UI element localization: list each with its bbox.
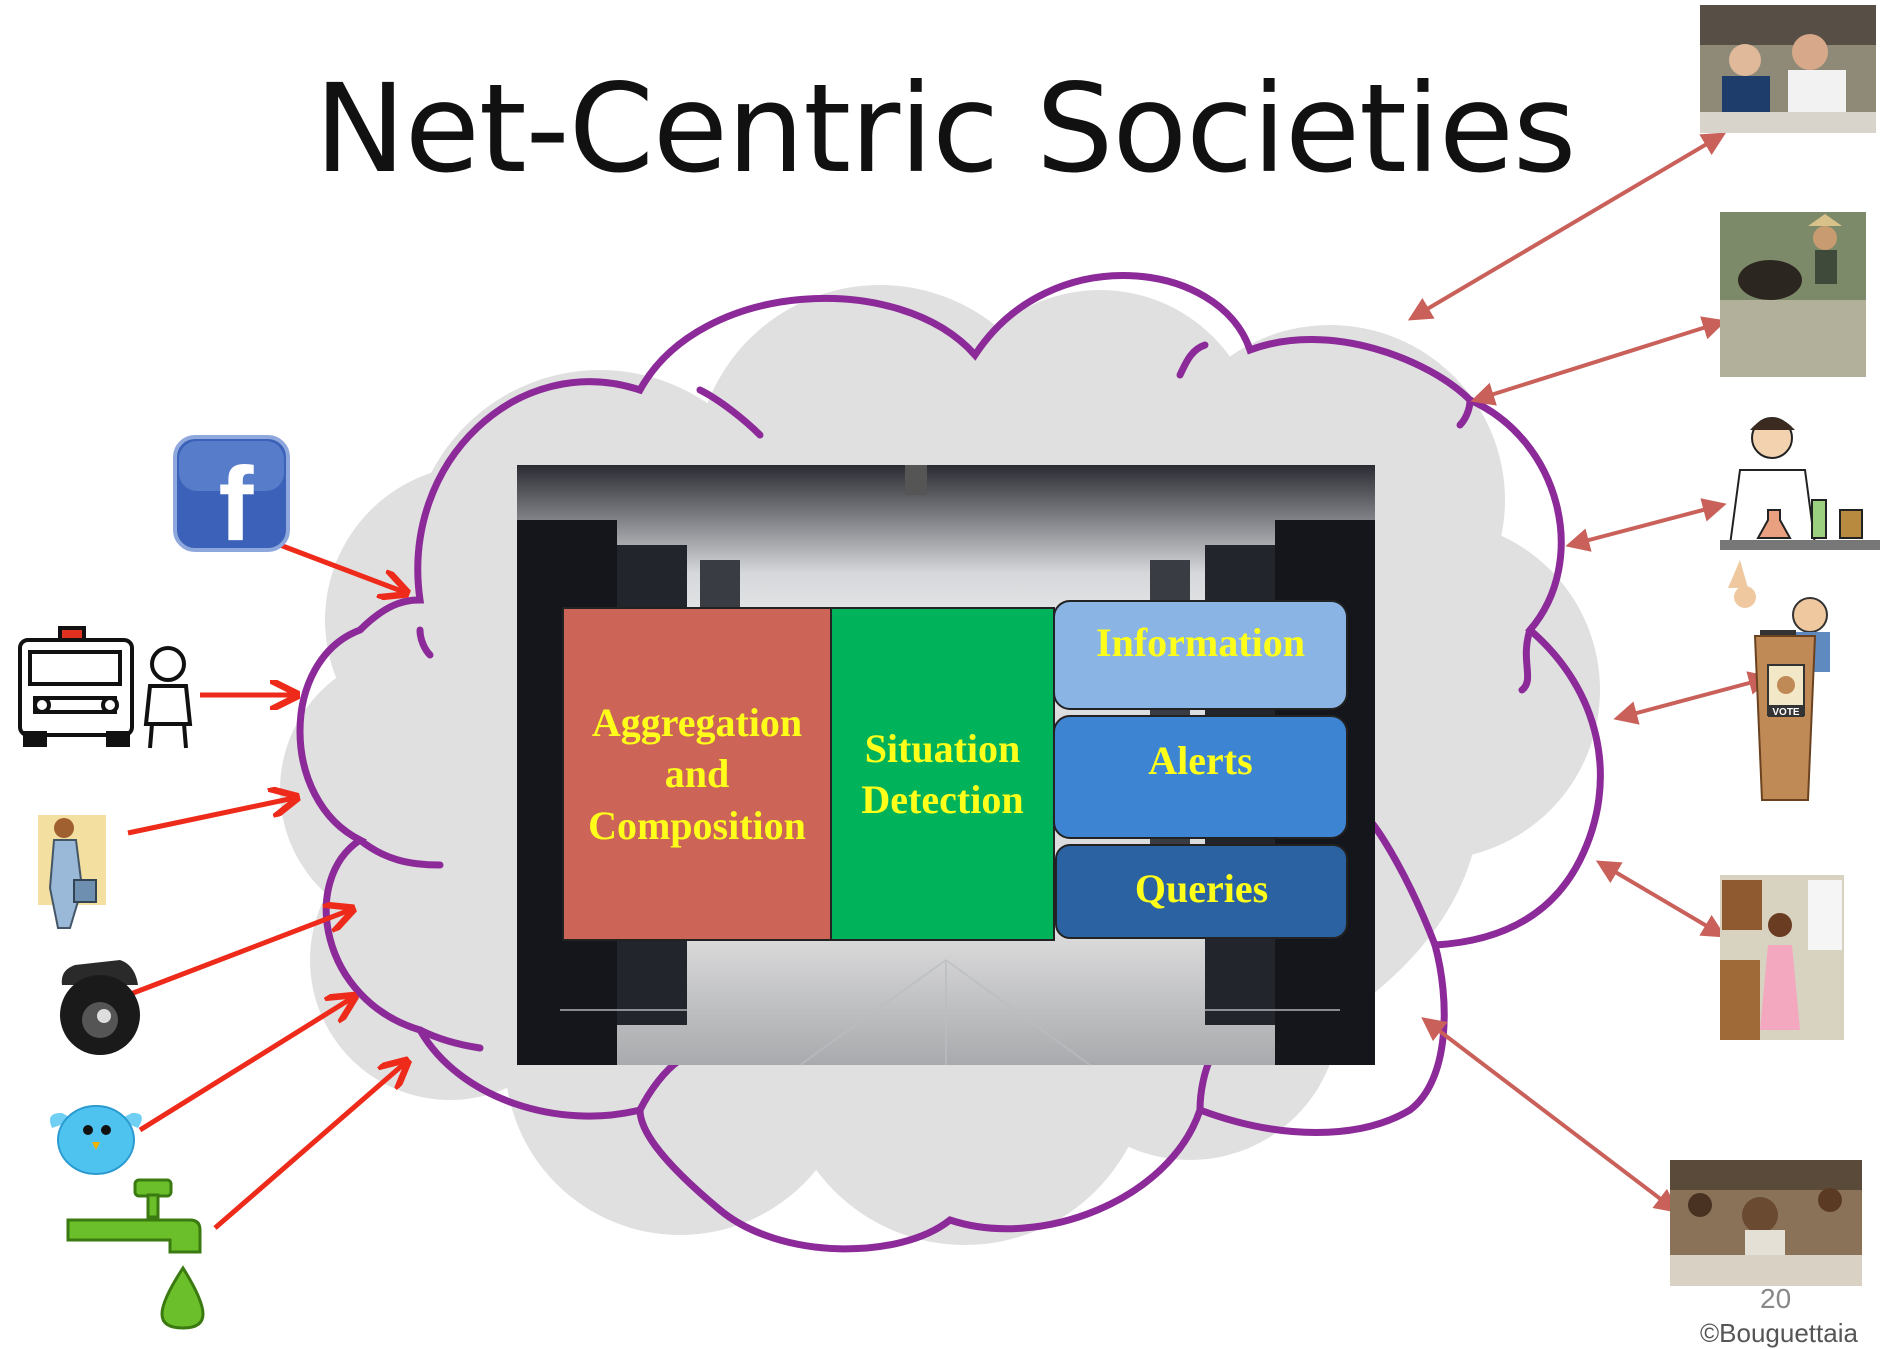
input-arrow — [127, 910, 350, 998]
output-arrow — [1565, 498, 1727, 552]
output-arrow — [1421, 1017, 1679, 1213]
credit-text: ©Bouguettaia — [1700, 1318, 1858, 1348]
classroom-exam-photo — [1670, 1160, 1862, 1286]
input-arrow — [279, 542, 404, 592]
output-arrow — [1613, 671, 1773, 725]
facebook-glyph: f — [219, 446, 255, 563]
page-number: 20 — [1760, 1283, 1792, 1314]
scientist-icon — [1720, 417, 1880, 550]
farmer-ox-photo — [1720, 212, 1866, 377]
aggregation-box — [562, 607, 832, 941]
security-camera-icon — [60, 960, 140, 1055]
alerts-box — [1053, 715, 1348, 839]
output-arrow — [1407, 132, 1727, 321]
output-arrow — [1470, 316, 1727, 406]
input-arrow — [127, 798, 294, 836]
processing-boxes — [562, 600, 1348, 941]
politician-vote-icon: VOTE — [1728, 560, 1830, 801]
twitter-bird-icon — [49, 1105, 142, 1175]
output-arrow — [1595, 860, 1727, 938]
ambulance-icon — [18, 626, 193, 749]
information-box — [1053, 600, 1348, 710]
traveler-icon — [38, 815, 106, 929]
facebook-icon: f — [173, 435, 290, 563]
slide-title: Net-Centric Societies — [314, 58, 1577, 200]
water-tap-icon — [66, 1178, 205, 1330]
alerts-label: Alerts — [1148, 738, 1253, 784]
situation-label: Situation Detection — [861, 725, 1024, 822]
business-dinner-photo — [1700, 5, 1876, 133]
queries-box — [1055, 844, 1348, 939]
output-arrows — [1407, 132, 1773, 1213]
vote-sign-text: VOTE — [1772, 707, 1800, 718]
aggregation-label: Aggregation and Composition — [588, 700, 806, 848]
input-arrows — [127, 542, 405, 1230]
input-arrow — [138, 998, 352, 1133]
queries-label: Queries — [1134, 866, 1269, 912]
input-arrow — [213, 1063, 405, 1230]
information-label: Information — [1096, 620, 1305, 666]
kitchen-photo — [1720, 875, 1844, 1040]
